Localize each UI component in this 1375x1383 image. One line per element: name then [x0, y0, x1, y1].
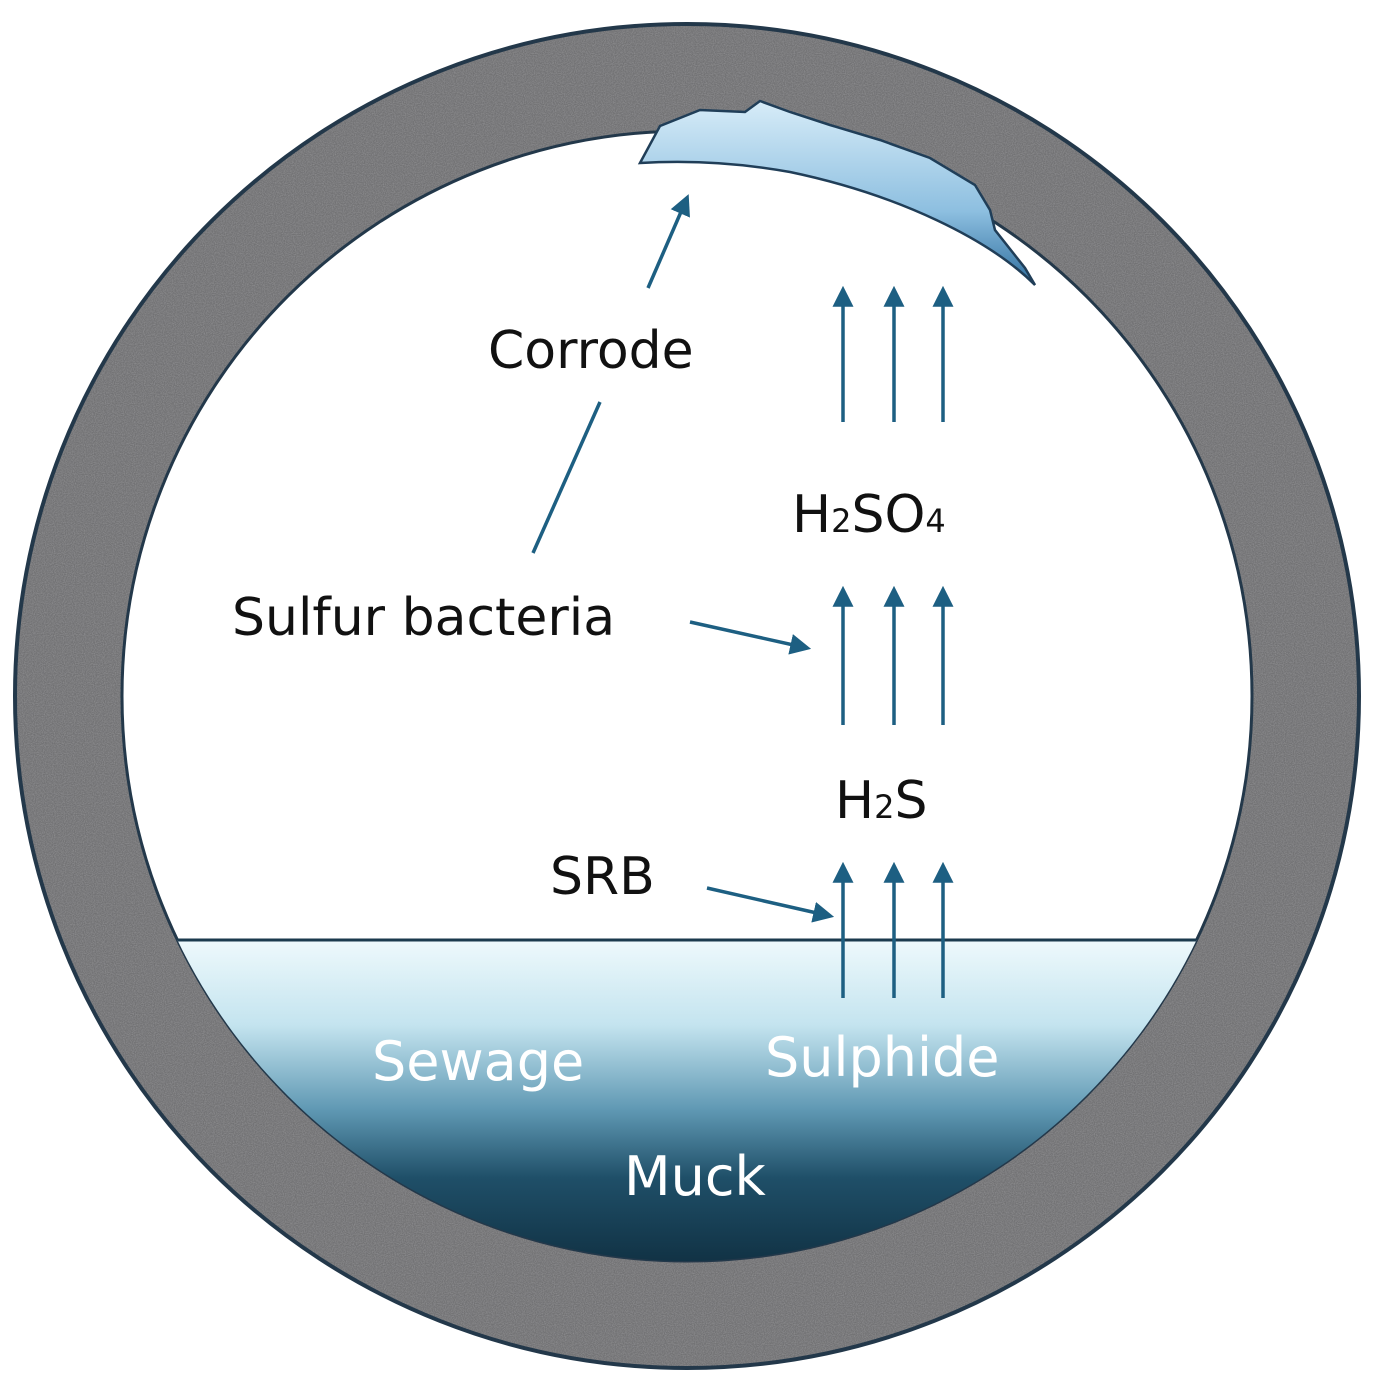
srb-pointer-arrow	[706, 886, 835, 923]
label-h2s: H2S	[835, 771, 927, 831]
arrows-h2so4-to-wall	[832, 285, 954, 422]
label-srb: SRB	[550, 847, 655, 907]
arrows-sulphide-to-h2s	[832, 861, 954, 998]
arrows-h2s-to-h2so4	[832, 585, 954, 725]
label-sewage: Sewage	[372, 1030, 584, 1093]
label-muck: Muck	[624, 1145, 767, 1208]
corrosion-patch	[637, 99, 1037, 286]
corrode-pointer-arrow	[646, 194, 690, 289]
label-h2so4: H2SO4	[792, 485, 946, 545]
label-corrode: Corrode	[488, 321, 694, 381]
label-sulphide: Sulphide	[765, 1026, 1000, 1089]
sulfur-bacteria-pointer-arrow	[689, 620, 812, 655]
bacteria-to-corrode-line	[531, 401, 602, 554]
label-sulfur-bacteria: Sulfur bacteria	[232, 588, 615, 648]
